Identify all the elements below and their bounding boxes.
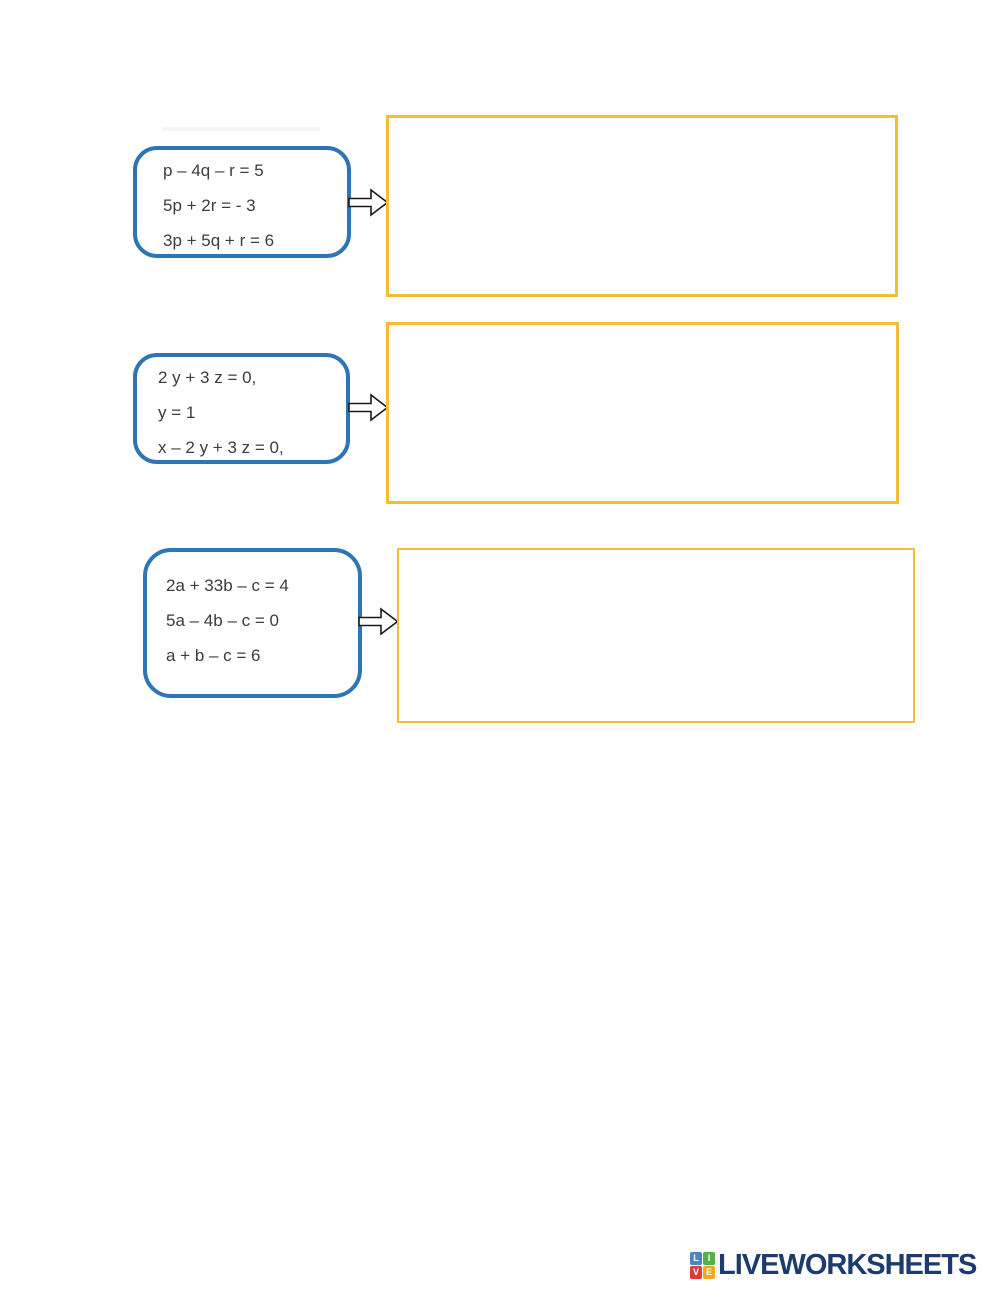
equation-line: p – 4q – r = 5: [163, 161, 264, 180]
logo-square-l: L: [690, 1252, 702, 1265]
logo-square-e: E: [703, 1266, 715, 1279]
arrow-right-icon: [348, 393, 389, 422]
equation-line: x – 2 y + 3 z = 0,: [158, 438, 284, 457]
equation-box-1: p – 4q – r = 5 5p + 2r = - 3 3p + 5q + r…: [133, 146, 351, 258]
answer-box-1[interactable]: [386, 115, 898, 297]
equation-line: 5a – 4b – c = 0: [166, 611, 279, 630]
liveworksheets-logo-icon: L I V E: [690, 1252, 715, 1279]
arrow-right-icon: [348, 188, 389, 217]
liveworksheets-logo-text: LIVEWORKSHEETS: [718, 1249, 977, 1281]
logo-square-v: V: [690, 1266, 702, 1279]
equation-line: 3p + 5q + r = 6: [163, 231, 275, 250]
faint-divider-line: [162, 127, 320, 131]
equation-line: 2 y + 3 z = 0,: [158, 368, 257, 387]
equation-box-2: 2 y + 3 z = 0, y = 1 x – 2 y + 3 z = 0,: [133, 353, 350, 464]
logo-square-i: I: [703, 1252, 715, 1265]
answer-box-2[interactable]: [386, 322, 899, 504]
answer-box-3[interactable]: [397, 548, 915, 723]
arrow-right-icon: [358, 607, 399, 636]
equation-line: 2a + 33b – c = 4: [166, 576, 289, 595]
liveworksheets-logo[interactable]: L I V E LIVEWORKSHEETS: [690, 1249, 977, 1281]
equation-line: y = 1: [158, 403, 196, 422]
equation-line: 5p + 2r = - 3: [163, 196, 256, 215]
equation-line: a + b – c = 6: [166, 646, 261, 665]
equation-box-3: 2a + 33b – c = 4 5a – 4b – c = 0 a + b –…: [143, 548, 362, 698]
